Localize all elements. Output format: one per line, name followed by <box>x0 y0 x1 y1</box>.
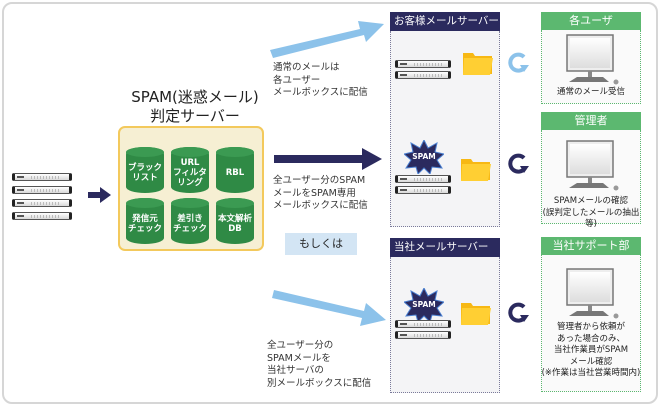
filter-db-sender-check: 発信元 チェック <box>126 198 164 244</box>
folder-icon <box>461 303 491 325</box>
server-rack-icon <box>12 212 72 220</box>
refresh-arrow-icon <box>508 52 529 73</box>
company-server-title: 当社メールサーバー <box>390 238 500 257</box>
recipient-support-text: 管理者から依頼が あった場合のみ、 当社作業員がSPAM メール確認 (※作業は… <box>541 322 641 378</box>
server-rack-icon <box>395 175 451 183</box>
spam-burst-icon <box>404 140 444 174</box>
caption-spam-mailbox: 全ユーザー分のSPAM メールをSPAM専用 メールボックスに配信 <box>273 175 368 211</box>
recipient-users-text: 通常のメール受信 <box>556 87 625 97</box>
spam-badge-label: SPAM <box>412 300 436 309</box>
filter-db-content-analysis: 本文解析 DB <box>216 198 254 244</box>
arrow-normal-mail-icon <box>270 21 384 58</box>
arrow-right-icon <box>88 187 111 203</box>
monitor-icon <box>566 34 619 85</box>
arrow-company-server-icon <box>272 290 386 326</box>
monitor-icon <box>566 268 619 319</box>
caption-company-server: 全ユーザー分の SPAMメールを 当社サーバの 別メールボックスに配信 <box>267 340 372 389</box>
server-rack-icon <box>395 320 451 328</box>
spam-badge-label: SPAM <box>412 152 436 161</box>
server-rack-icon <box>395 331 451 339</box>
server-rack-icon <box>12 199 72 207</box>
spam-server-title: SPAM(迷惑メール) 判定サーバー <box>115 88 275 126</box>
server-rack-icon <box>395 60 451 68</box>
recipient-support-title: 当社サポート部 <box>541 237 641 255</box>
filter-db-blacklist: ブラック リスト <box>126 147 164 193</box>
spam-server-title-line2: 判定サーバー <box>150 107 240 125</box>
caption-normal-mail: 通常のメールは 各ユーザー メールボックスに配信 <box>273 62 368 98</box>
refresh-arrow-icon <box>508 153 529 174</box>
refresh-arrow-icon <box>508 302 529 323</box>
spam-server-title-line1: SPAM(迷惑メール) <box>131 88 259 106</box>
folder-icon <box>463 53 493 75</box>
recipient-admin-text: SPAMメールの確認 (誤判定したメールの抽出等) <box>542 196 640 229</box>
or-label: もしくは <box>285 233 357 255</box>
arrow-spam-mail-icon <box>274 148 382 170</box>
recipient-users-title: 各ユーザ <box>541 12 641 30</box>
recipient-admin-title: 管理者 <box>541 112 641 130</box>
monitor-icon <box>566 140 619 191</box>
filter-db-rbl: RBL <box>216 147 254 193</box>
server-rack-icon <box>12 186 72 194</box>
filter-db-diff-check: 差引き チェック <box>171 198 209 244</box>
filter-db-url-filtering: URL フィルタ リング <box>171 147 209 193</box>
spam-burst-icon <box>404 288 444 322</box>
server-rack-icon <box>395 71 451 79</box>
server-rack-icon <box>12 173 72 181</box>
folder-icon <box>461 159 491 181</box>
server-rack-icon <box>395 186 451 194</box>
customer-server-title: お客様メールサーバー <box>390 12 500 31</box>
